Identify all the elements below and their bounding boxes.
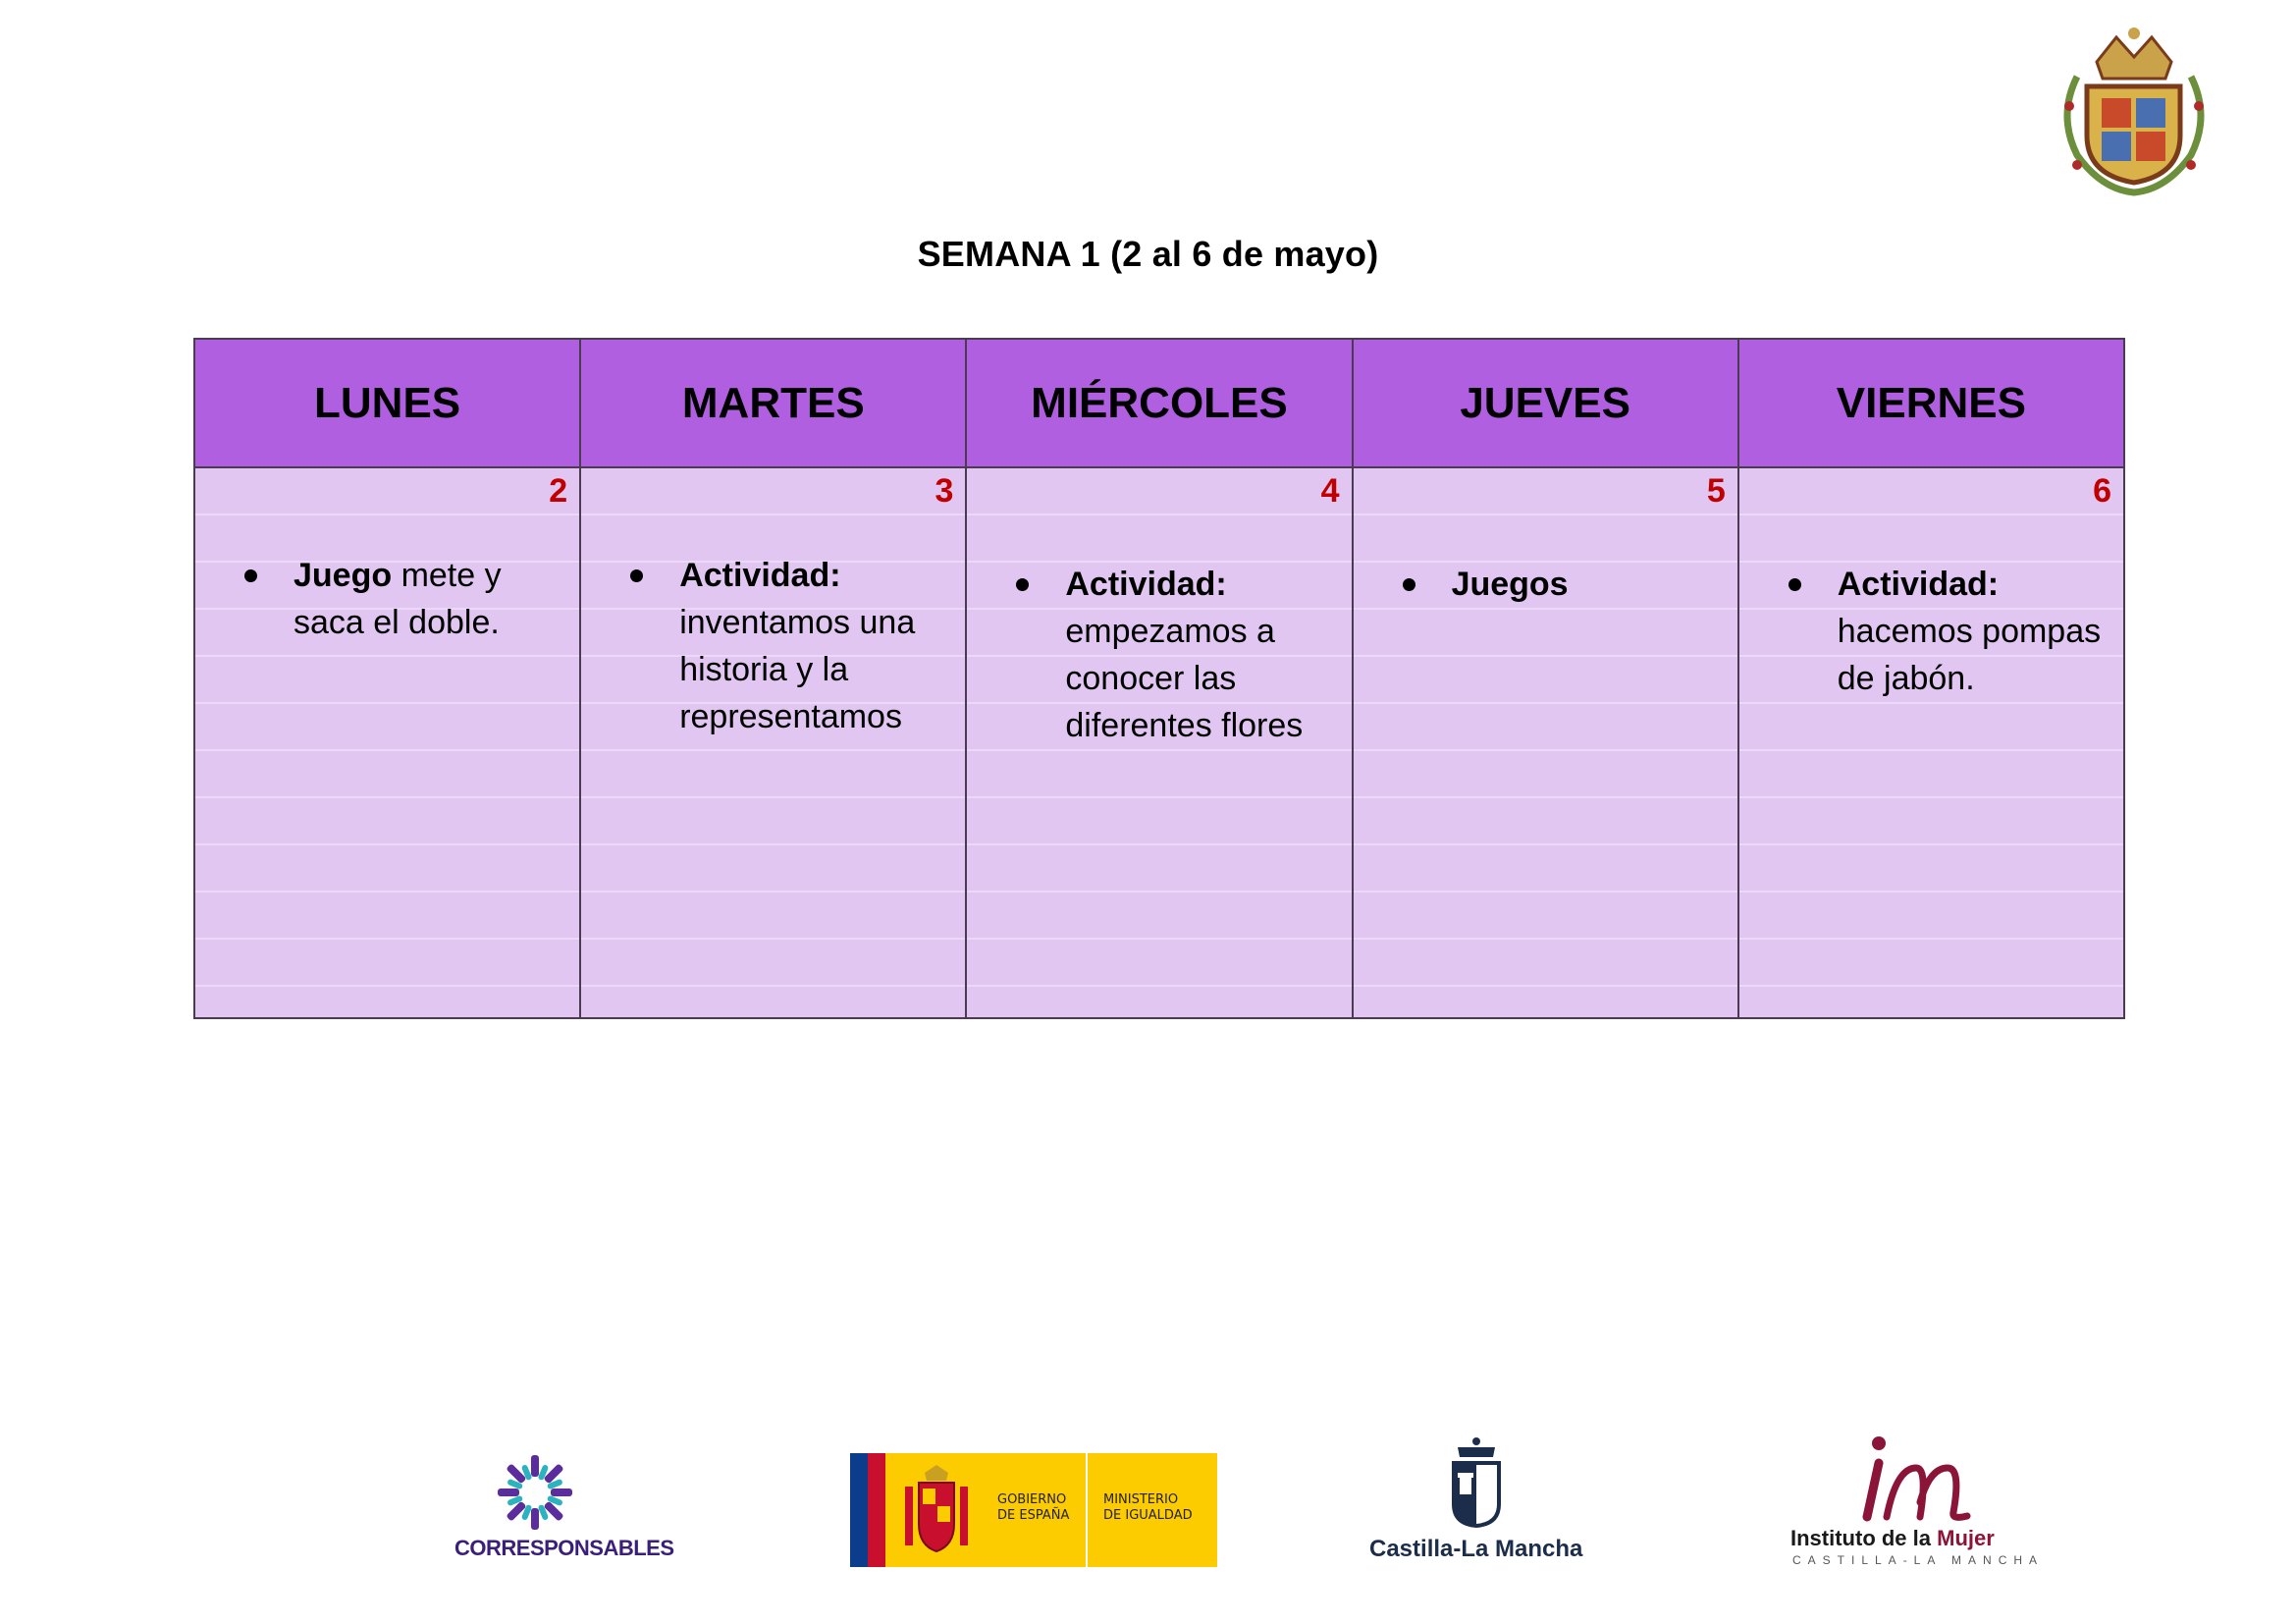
header-row: LUNES MARTES MIÉRCOLES JUEVES VIERNES (192, 338, 2126, 468)
instituto-label: Instituto de la Mujer (1790, 1526, 1995, 1551)
clm-label: Castilla-La Mancha (1369, 1536, 1583, 1562)
day-number: 3 (934, 472, 954, 510)
activity-label: Actividad: (1065, 566, 1227, 603)
activity-text: Juegos (1452, 561, 1720, 608)
eu-flag-strip (850, 1453, 868, 1567)
day-cell-lunes: 2 Juego mete y saca el doble. (192, 466, 582, 1019)
activity-item: Actividad: empezamos a conocer las difer… (1016, 561, 1333, 749)
castilla-la-mancha-logo: Castilla-La Mancha (1369, 1435, 1585, 1573)
day-cell-miercoles: 4 Actividad: empezamos a conocer las dif… (965, 466, 1354, 1019)
day-number: 5 (1706, 472, 1726, 510)
instituto-sub-label: CASTILLA-LA MANCHA (1792, 1553, 2045, 1567)
ministerio-label: MINISTERIO DE IGUALDAD (1103, 1492, 1193, 1524)
activity-description: hacemos pompas de jabón. (1837, 613, 2102, 697)
bullet-icon (244, 569, 257, 582)
day-header-lunes: LUNES (192, 338, 582, 468)
bullet-icon (630, 569, 644, 582)
activity-item: Juegos (1402, 561, 1720, 608)
instituto-label-main: Instituto de la (1790, 1526, 1938, 1550)
activity-text: Juego mete y saca el doble. (294, 552, 561, 646)
day-number: 2 (549, 472, 568, 510)
activity-description: inventamos una historia y la representam… (679, 604, 916, 735)
weekly-schedule-table: LUNES MARTES MIÉRCOLES JUEVES VIERNES 2 … (192, 338, 2126, 1019)
activity-description: mete y saca el doble. (294, 557, 502, 641)
activity-text: Actividad: hacemos pompas de jabón. (1838, 561, 2106, 702)
day-number: 4 (1320, 472, 1340, 510)
spain-coat-of-arms-icon (905, 1465, 968, 1553)
im-monogram-icon (1862, 1436, 1971, 1522)
activity-item: Actividad: inventamos una historia y la … (630, 552, 947, 740)
corresponsables-logo: CORRESPONSABLES (447, 1451, 674, 1569)
clm-shield-icon (1452, 1437, 1501, 1528)
gobierno-line: DE ESPAÑA (997, 1508, 1070, 1523)
activity-text: Actividad: empezamos a conocer las difer… (1065, 561, 1333, 749)
gobierno-label: GOBIERNO DE ESPAÑA (997, 1492, 1069, 1524)
bullet-icon (1402, 578, 1415, 591)
activity-description: empezamos a conocer las diferentes flore… (1065, 613, 1304, 744)
activity-label: Actividad: (1837, 566, 2000, 603)
activity-item: Juego mete y saca el doble. (244, 552, 561, 646)
coat-of-arms-logo (2063, 27, 2205, 196)
day-cell-jueves: 5 Juegos (1351, 466, 1739, 1019)
logo-divider (1086, 1453, 1088, 1567)
corresponsables-emblem-icon (498, 1455, 572, 1530)
activity-label: Juegos (1451, 566, 1569, 603)
day-header-viernes: VIERNES (1736, 338, 2126, 468)
ministerio-igualdad-logo: GOBIERNO DE ESPAÑA MINISTERIO DE IGUALDA… (850, 1453, 1217, 1567)
activity-row: 2 Juego mete y saca el doble. 3 Activida… (192, 466, 2126, 1019)
activity-item: Actividad: hacemos pompas de jabón. (1788, 561, 2106, 702)
day-header-miercoles: MIÉRCOLES (965, 338, 1354, 468)
activity-label: Actividad: (679, 557, 841, 594)
ministerio-line: MINISTERIO (1103, 1492, 1179, 1507)
instituto-de-la-mujer-logo: Instituto de la Mujer CASTILLA-LA MANCHA (1789, 1434, 2037, 1581)
activity-text: Actividad: inventamos una historia y la … (679, 552, 947, 740)
activity-label: Juego (294, 557, 393, 594)
day-cell-martes: 3 Actividad: inventamos una historia y l… (579, 466, 968, 1019)
corresponsables-label: CORRESPONSABLES (454, 1536, 674, 1560)
footer-logos: CORRESPONSABLES GOBIERNO DE ESPAÑA MINIS… (0, 1414, 2296, 1591)
day-number: 6 (2093, 472, 2111, 510)
gobierno-line: GOBIERNO (997, 1492, 1067, 1507)
day-header-martes: MARTES (579, 338, 968, 468)
instituto-label-accent: Mujer (1937, 1526, 1995, 1550)
bullet-icon (1016, 578, 1030, 591)
bullet-icon (1788, 578, 1801, 591)
day-header-jueves: JUEVES (1351, 338, 1739, 468)
spain-flag-strip (868, 1453, 885, 1567)
week-title: SEMANA 1 (2 al 6 de mayo) (917, 234, 1379, 274)
day-cell-viernes: 6 Actividad: hacemos pompas de jabón. (1736, 466, 2126, 1019)
ministerio-line: DE IGUALDAD (1103, 1508, 1193, 1523)
